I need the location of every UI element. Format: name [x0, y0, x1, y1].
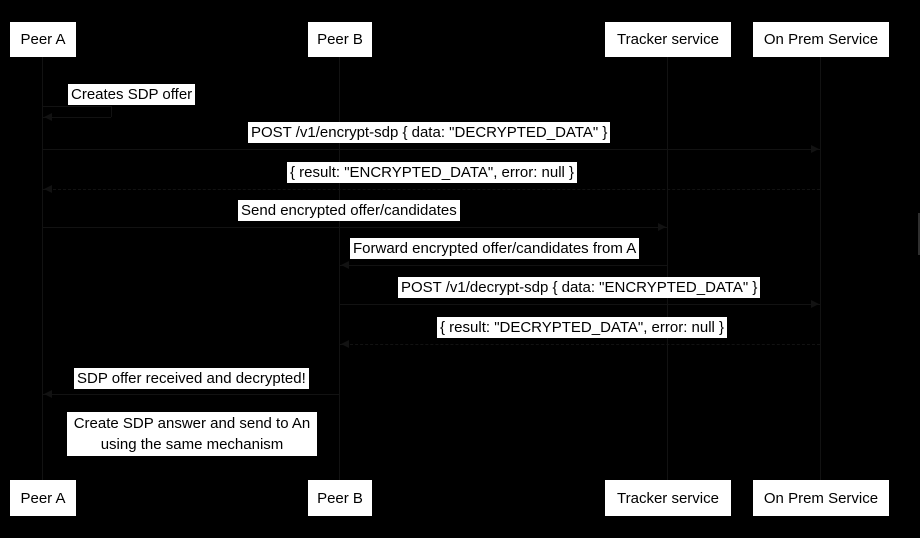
arrow-encrypt-response	[43, 189, 820, 190]
message-label-forward-encrypted-offer: Forward encrypted offer/candidates from …	[350, 238, 640, 259]
arrow-forward-offer	[340, 265, 667, 266]
message-label-encrypt-result: { result: "ENCRYPTED_DATA", error: null …	[287, 162, 578, 183]
note-line-1: Create SDP answer and send to An	[73, 415, 311, 432]
self-arrow-top-segment	[43, 106, 111, 107]
actor-bottom-onprem: On Prem Service	[753, 480, 889, 516]
actor-bottom-peer-a: Peer A	[10, 480, 76, 516]
arrow-offer-received	[43, 394, 339, 395]
arrow-decrypt-response	[340, 344, 820, 345]
actor-top-tracker: Tracker service	[605, 22, 731, 57]
arrowhead-decrypt-request	[811, 300, 819, 308]
arrowhead-offer-received	[44, 390, 52, 398]
message-label-post-encrypt-sdp: POST /v1/encrypt-sdp { data: "DECRYPTED_…	[248, 122, 611, 143]
message-label-post-decrypt-sdp: POST /v1/decrypt-sdp { data: "ENCRYPTED_…	[398, 277, 761, 298]
actor-top-onprem: On Prem Service	[753, 22, 889, 57]
actor-bottom-tracker: Tracker service	[605, 480, 731, 516]
arrowhead-encrypt-response	[44, 185, 52, 193]
self-arrow-bottom-segment	[43, 117, 111, 118]
message-label-offer-received: SDP offer received and decrypted!	[74, 368, 309, 389]
self-arrowhead	[44, 113, 52, 121]
lifeline-peer-a	[42, 57, 43, 480]
arrow-send-offer	[43, 227, 667, 228]
note-create-sdp-answer: Create SDP answer and send to An using t…	[67, 412, 317, 456]
arrow-encrypt-request	[43, 149, 820, 150]
arrowhead-decrypt-response	[341, 340, 349, 348]
arrowhead-send-offer	[658, 223, 666, 231]
scrollbar-thumb-fragment[interactable]	[918, 213, 920, 255]
message-label-creates-sdp-offer: Creates SDP offer	[68, 84, 196, 105]
actor-top-peer-a: Peer A	[10, 22, 76, 57]
arrowhead-forward-offer	[341, 261, 349, 269]
self-arrow-side-segment	[111, 106, 112, 117]
lifeline-onprem	[820, 57, 821, 480]
actor-top-peer-b: Peer B	[308, 22, 372, 57]
lifeline-tracker	[667, 57, 668, 480]
message-label-decrypt-result: { result: "DECRYPTED_DATA", error: null …	[437, 317, 728, 338]
note-line-2: using the same mechanism	[100, 436, 284, 453]
lifeline-peer-b	[339, 57, 340, 480]
arrow-decrypt-request	[340, 304, 820, 305]
arrowhead-encrypt-request	[811, 145, 819, 153]
actor-bottom-peer-b: Peer B	[308, 480, 372, 516]
message-label-send-encrypted-offer: Send encrypted offer/candidates	[238, 200, 460, 221]
